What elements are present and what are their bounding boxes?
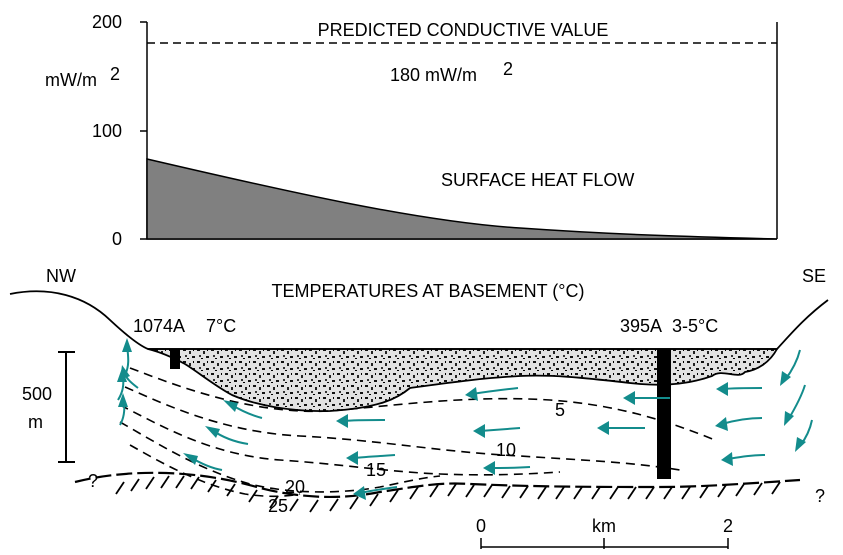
nw-label: NW	[46, 266, 76, 286]
y-tick-label-200: 200	[92, 12, 122, 32]
well-395a-borehole	[657, 349, 671, 479]
predicted-conductive-label: PREDICTED CONDUCTIVE VALUE	[318, 20, 609, 40]
horizontal-scale-unit: km	[592, 516, 616, 536]
predicted-value-label: 180 mW/m	[390, 65, 477, 85]
y-unit-superscript: 2	[110, 64, 120, 84]
isotherm-5-label: 5	[555, 400, 565, 420]
unknown-mark-right: ?	[815, 486, 825, 506]
horizontal-scale-zero: 0	[476, 516, 486, 536]
y-tick-label-0: 0	[112, 229, 122, 249]
unknown-mark-left: ?	[88, 471, 98, 491]
isotherm-20-line	[119, 421, 441, 493]
well-395a-name: 395A	[620, 316, 662, 336]
surface-heat-flow-area	[146, 158, 778, 240]
flow-arrow	[784, 384, 806, 426]
surface-heat-flow-label: SURFACE HEAT FLOW	[441, 170, 634, 190]
se-label: SE	[802, 266, 826, 286]
flow-arrow	[223, 400, 263, 419]
well-1074a-borehole	[170, 349, 180, 369]
flow-arrow	[465, 387, 519, 401]
predicted-value-superscript: 2	[503, 59, 513, 79]
flow-arrow	[623, 391, 670, 405]
horizontal-scale-two: 2	[723, 516, 733, 536]
vertical-scale-unit: m	[28, 412, 43, 432]
flow-arrow	[473, 424, 521, 438]
basement-temperature-title: TEMPERATURES AT BASEMENT (°C)	[272, 281, 585, 301]
flow-arrow	[795, 419, 813, 452]
heat-flow-panel: 200 100 0 mW/m 2 PREDICTED CONDUCTIVE VA…	[45, 12, 778, 249]
isotherm-20-label: 20	[285, 477, 305, 497]
well-1074a-name: 1074A	[133, 316, 185, 336]
isotherm-15-line	[119, 404, 561, 476]
isotherm-25-line	[129, 444, 301, 498]
well-395a-temp: 3-5°C	[672, 316, 718, 336]
flow-arrow	[118, 393, 128, 426]
flow-arrow	[721, 452, 766, 466]
flow-arrow	[780, 349, 801, 386]
flow-arrow	[715, 417, 763, 431]
flow-arrow	[336, 414, 386, 428]
basement-boundary	[74, 471, 801, 499]
vertical-scale-value: 500	[22, 384, 52, 404]
basement-hatch	[115, 475, 781, 513]
isotherm-15-label: 15	[366, 460, 386, 480]
flow-arrow	[483, 461, 531, 475]
flow-arrow	[597, 421, 645, 435]
groundwater-flow-arrows	[117, 338, 813, 500]
isotherm-10-label: 10	[496, 440, 516, 460]
sediment-layer	[147, 348, 779, 412]
flow-arrow	[120, 365, 139, 389]
flow-arrow	[205, 426, 249, 445]
flow-arrow	[183, 453, 223, 471]
flow-arrow	[353, 486, 398, 500]
isotherm-5-line	[129, 367, 716, 441]
isotherm-10-line	[124, 386, 681, 471]
cross-section-panel: NW SE TEMPERATURES AT BASEMENT (°C) 1074…	[9, 266, 829, 549]
well-1074a-temp: 7°C	[206, 316, 236, 336]
y-unit-label: mW/m	[45, 70, 97, 90]
y-tick-label-100: 100	[92, 121, 122, 141]
flow-arrow	[346, 451, 396, 465]
flow-arrow	[716, 382, 763, 396]
isotherm-25-label: 25	[268, 496, 288, 516]
ground-surface	[9, 290, 829, 350]
